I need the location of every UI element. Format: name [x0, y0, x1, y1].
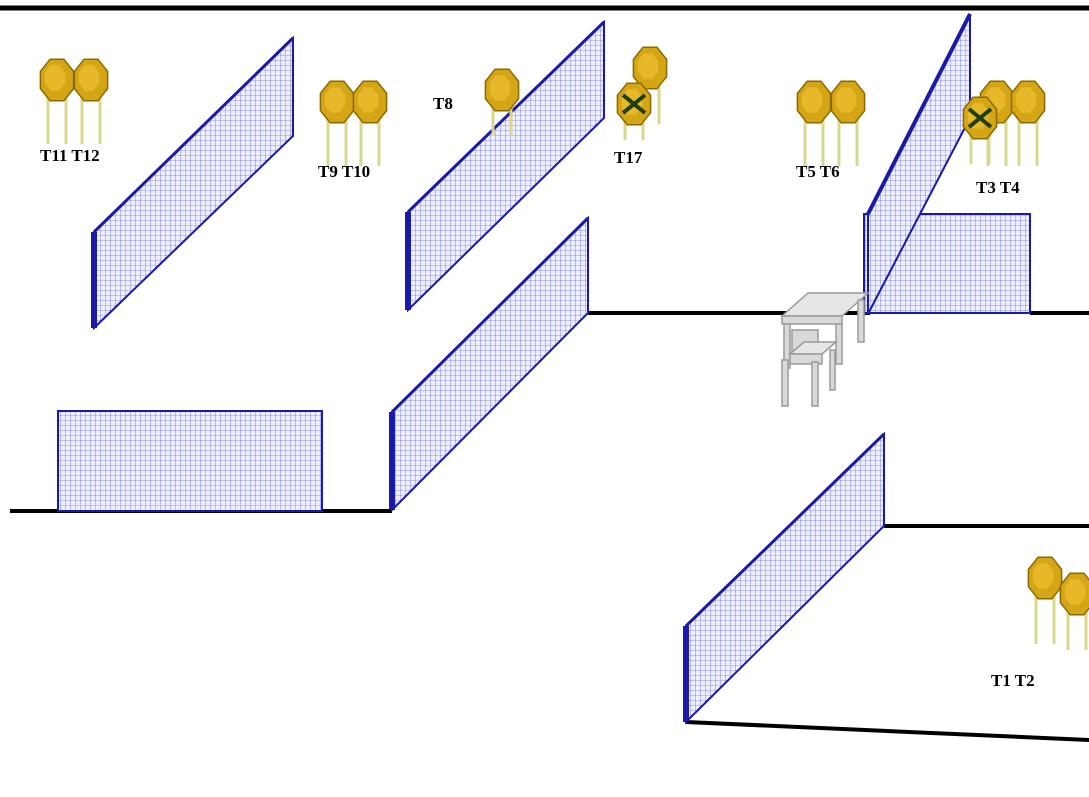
x-mark-icon	[621, 93, 647, 115]
octagon-target-icon	[1027, 556, 1063, 644]
target-label-t8: T8	[433, 94, 453, 113]
wall-panel	[685, 431, 885, 725]
furniture	[780, 292, 870, 407]
targets	[39, 46, 1089, 650]
walls	[57, 13, 1031, 725]
octagon-target-icon	[39, 58, 75, 144]
octagon-target-icon	[319, 80, 355, 166]
octagon-target-icon	[73, 58, 109, 144]
wall-panel	[93, 35, 294, 331]
x-mark-icon	[967, 107, 993, 129]
bottom-floor-line	[685, 720, 1089, 742]
target-label-t17: T17	[614, 148, 643, 167]
target-label-t1-t2: T1 T2	[991, 671, 1035, 690]
octagon-target-icon	[962, 96, 998, 164]
table-icon	[780, 292, 870, 369]
wall-panel	[57, 410, 323, 512]
octagon-target-icon	[352, 80, 388, 166]
octagon-target-icon	[830, 80, 866, 166]
octagon-target-icon	[1010, 80, 1046, 166]
target-labels: T11 T12 T9 T10 T8 T17 T5 T6 T3 T4 T1 T2	[40, 94, 1035, 690]
octagon-target-icon	[1059, 572, 1089, 650]
chair-icon	[781, 329, 839, 407]
target-label-t5-t6: T5 T6	[796, 162, 840, 181]
octagon-target-icon	[796, 80, 832, 166]
octagon-target-icon	[616, 82, 652, 140]
target-label-t9-t10: T9 T10	[318, 162, 370, 181]
octagon-target-icon	[484, 68, 520, 136]
target-label-t3-t4: T3 T4	[976, 178, 1020, 197]
target-label-t11-t12: T11 T12	[40, 146, 100, 165]
